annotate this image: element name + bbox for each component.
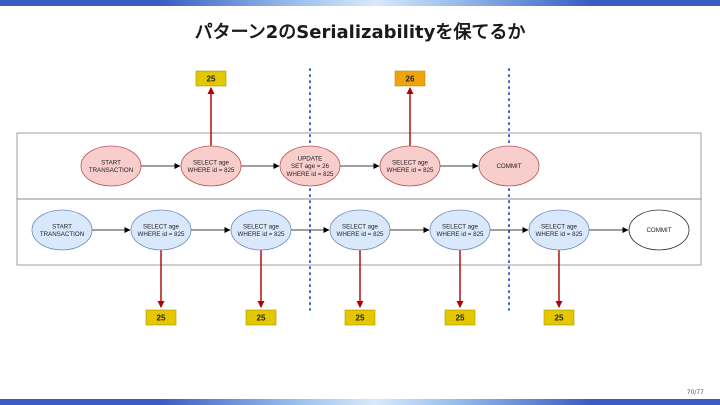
tx1-node-label: WHERE id = 825: [188, 167, 235, 174]
tx1-node-label: COMMIT: [496, 163, 521, 170]
tx2-node-label: WHERE id = 825: [138, 231, 185, 238]
tx2-node-shape: [429, 209, 491, 251]
tx2-node-shape: [230, 209, 292, 251]
tx1-read-value-box: [195, 70, 227, 87]
tx2-read-value-box: [344, 309, 376, 326]
tx2-node-label: SELECT age: [442, 223, 479, 230]
tx2-node-label: COMMIT: [646, 227, 671, 234]
tx2-node-label: WHERE id = 825: [238, 231, 285, 238]
tx1-node-shape: [279, 145, 341, 187]
tx1-node-label: UPDATE: [298, 155, 323, 162]
tx2-node-label: SELECT age: [143, 223, 180, 230]
tx1-node-5: COMMIT: [478, 145, 540, 187]
tx1-node-shape: [478, 145, 540, 187]
tx2-read-value-box: [444, 309, 476, 326]
top-accent-bar: [0, 0, 720, 6]
tx1-node-label: WHERE id = 825: [387, 167, 434, 174]
tx1-node-shape: [80, 145, 142, 187]
tx2-node-shape: [528, 209, 590, 251]
tx1-node-label: WHERE id = 825: [287, 171, 334, 178]
tx1-node-label: TRANSACTION: [89, 167, 133, 174]
tx2-node-label: SELECT age: [342, 223, 379, 230]
tx2-node-label: WHERE id = 825: [337, 231, 384, 238]
tx1-read-value: 26: [406, 75, 415, 84]
tx1-read-value-box: [394, 70, 426, 87]
tx2-node-shape: [628, 209, 690, 251]
tx1-node-shape: [180, 145, 242, 187]
tx2-node-label: WHERE id = 825: [437, 231, 484, 238]
tx2-node-shape: [31, 209, 93, 251]
tx2-read-value: 25: [257, 314, 266, 323]
tx2-node-shape: [130, 209, 192, 251]
tx2-node-label: WHERE id = 825: [536, 231, 583, 238]
bottom-accent-bar: [0, 399, 720, 405]
tx2-node-label: SELECT age: [243, 223, 280, 230]
tx2-read-value: 25: [456, 314, 465, 323]
tx2-node-label: TRANSACTION: [40, 231, 84, 238]
tx2-read-value: 25: [356, 314, 365, 323]
tx2-read-value: 25: [157, 314, 166, 323]
tx2-read-value: 25: [555, 314, 564, 323]
slide-title: パターン2のSerializabilityを保てるか: [194, 22, 526, 43]
tx2-node-label: START: [52, 223, 72, 230]
tx2-node-label: SELECT age: [541, 223, 578, 230]
tx1-node-shape: [379, 145, 441, 187]
tx2-node-shape: [329, 209, 391, 251]
tx2-read-value-box: [145, 309, 177, 326]
tx2-read-value-box: [543, 309, 575, 326]
tx1-node-label: START: [101, 159, 121, 166]
tx1-node-label: SELECT age: [392, 159, 429, 166]
page-number: 70/77: [686, 389, 704, 396]
tx1-node-label: SET age = 26: [291, 163, 329, 170]
tx1-read-value: 25: [207, 75, 216, 84]
tx2-read-value-box: [245, 309, 277, 326]
tx1-node-label: SELECT age: [193, 159, 230, 166]
tx2-node-7: COMMIT: [628, 209, 690, 251]
lane-tx2: [16, 198, 702, 266]
